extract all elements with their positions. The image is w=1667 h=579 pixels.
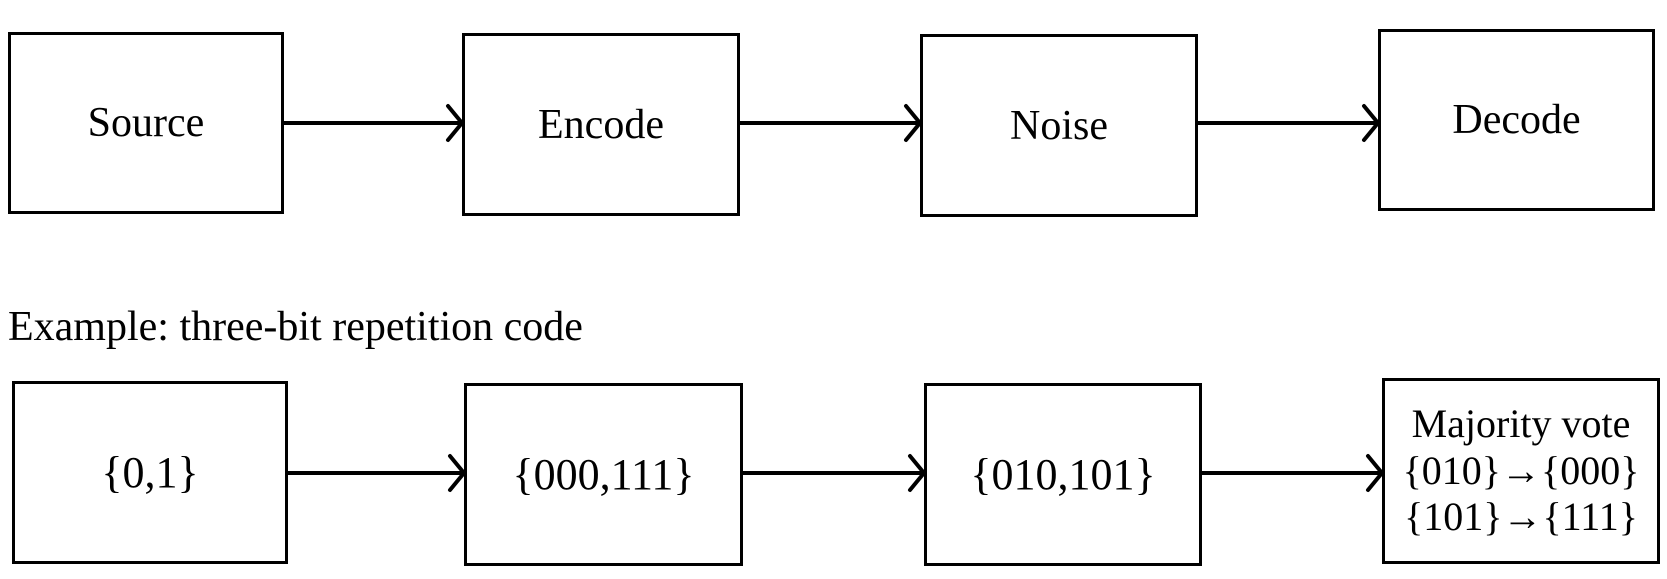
example-encode-value: {000,111} (512, 449, 695, 499)
example-decode-box: Majority vote {010}→{000} {101}→{111} (1382, 378, 1660, 564)
arrow-example-noise-to-decode-head (1366, 454, 1384, 492)
source-box: Source (8, 32, 284, 214)
majority-vote-title: Majority vote (1411, 400, 1631, 446)
decode-box: Decode (1378, 29, 1655, 211)
arrow-example-encode-to-noise-head (908, 454, 926, 492)
example-heading: Example: three-bit repetition code (8, 304, 583, 350)
noise-box: Noise (920, 34, 1198, 217)
example-noise-box: {010,101} (924, 383, 1202, 566)
decode-rule-101: {101}→{111} (1404, 494, 1638, 540)
decode-label: Decode (1452, 97, 1581, 143)
decode-rule-010: {010}→{000} (1402, 447, 1640, 493)
encode-box: Encode (462, 33, 740, 216)
encode-label: Encode (538, 101, 664, 148)
arrow-noise-to-decode-head (1362, 104, 1380, 142)
noise-label: Noise (1010, 102, 1108, 149)
example-source-box: {0,1} (12, 381, 288, 564)
example-encode-box: {000,111} (464, 383, 743, 566)
example-source-value: {0,1} (101, 447, 199, 497)
example-noise-value: {010,101} (970, 449, 1156, 499)
arrow-example-source-to-encode-head (448, 454, 466, 492)
arrow-encode-to-noise-head (904, 104, 922, 142)
source-label: Source (87, 100, 205, 146)
arrow-source-to-encode-head (446, 104, 464, 142)
